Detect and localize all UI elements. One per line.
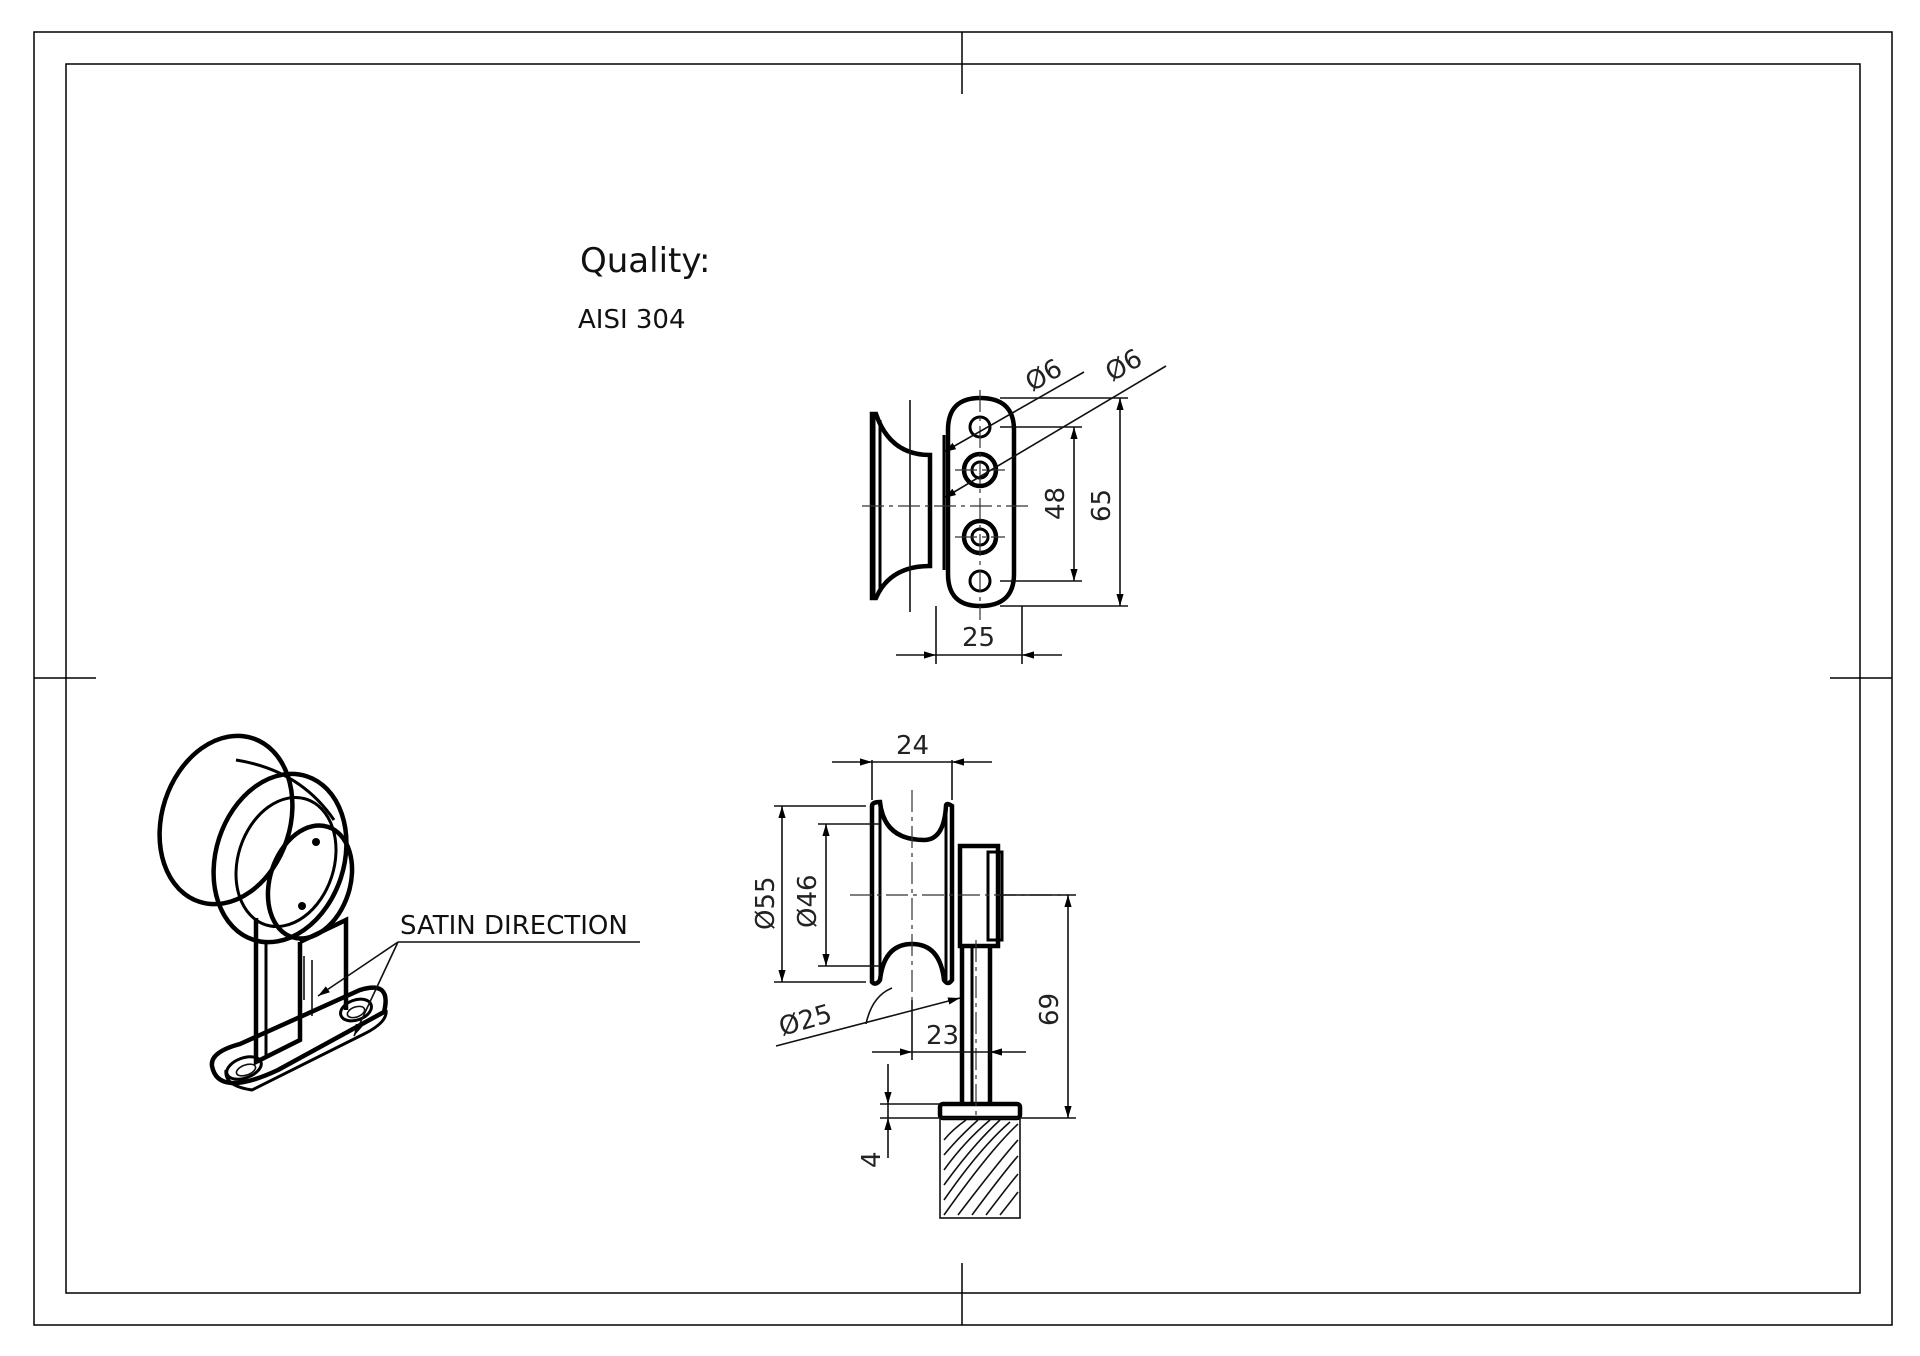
satin-direction-note: SATIN DIRECTION	[400, 911, 628, 941]
dim-plate-length: 65	[1087, 489, 1117, 522]
dim-offset: 23	[926, 1021, 959, 1051]
quality-label: Quality:	[580, 241, 710, 281]
sheet-border	[33, 31, 1893, 1326]
dim-hole-spacing: 48	[1041, 487, 1071, 520]
dim-height: 69	[1035, 993, 1065, 1026]
dim-base-thickness: 4	[857, 1151, 887, 1168]
material-text: AISI 304	[578, 305, 686, 335]
dim-hole-small: Ø6	[1021, 354, 1068, 398]
dim-plate-width: 25	[962, 623, 995, 653]
wood-block	[939, 1117, 1021, 1219]
front-view: 24 Ø55 Ø46 Ø25 23 69 4	[751, 731, 1076, 1219]
dim-wheel-width: 24	[896, 731, 929, 761]
dim-inner-diameter: Ø46	[793, 874, 823, 928]
dim-plate-diameter: Ø25	[776, 999, 836, 1043]
isometric-view: SATIN DIRECTION	[157, 733, 640, 1092]
top-view: Ø6 Ø6 48 65 25	[862, 344, 1167, 664]
dim-outer-diameter: Ø55	[751, 876, 781, 930]
